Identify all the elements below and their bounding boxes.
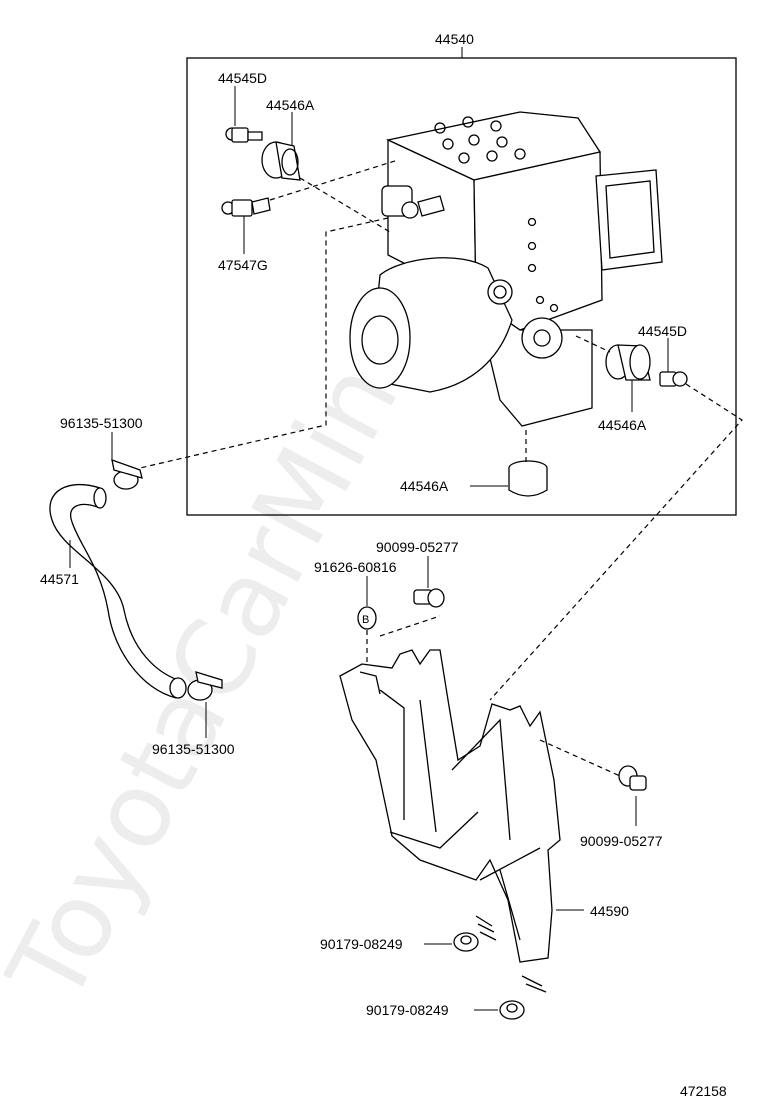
- label-bolt-right: 90099-05277: [580, 833, 663, 849]
- dash-bolt-to-actuator: [269, 159, 399, 201]
- union-bolt-47547g: [221, 197, 271, 217]
- bracket-44590: [339, 649, 561, 963]
- label-grommet: 91626-60816: [314, 559, 397, 575]
- label-bracket: 44590: [590, 903, 629, 919]
- nut-90179-upper: [453, 915, 497, 952]
- actuator-sensor: [381, 185, 445, 219]
- bolt-90099-right: [618, 765, 647, 791]
- label-44545d-top: 44545D: [218, 70, 267, 86]
- pump-motor: [349, 257, 513, 393]
- dash-hose-route: [139, 217, 389, 469]
- label-44545d-right: 44545D: [638, 323, 687, 339]
- dash-right-plug: [575, 335, 611, 353]
- dash-bolt-top: [379, 615, 441, 637]
- grommet-91626: B: [357, 606, 377, 630]
- label-44540: 44540: [435, 31, 474, 47]
- label-clamp-top: 96135-51300: [60, 415, 143, 431]
- cushion-44546a-bottom: [508, 460, 548, 497]
- label-44546a-bottom: 44546A: [400, 478, 449, 494]
- hose-44571: [49, 483, 187, 699]
- label-nut-lower: 90179-08249: [366, 1002, 449, 1018]
- diagram-number: 472158: [680, 1083, 727, 1099]
- hose-clamp-bottom: [187, 671, 223, 701]
- cushion-44546a-top: [261, 141, 301, 181]
- plug-44545d-top: [225, 127, 263, 143]
- label-nut-upper: 90179-08249: [320, 936, 403, 952]
- dash-bolt-right: [539, 739, 621, 777]
- label-clamp-bottom: 96135-51300: [152, 741, 235, 757]
- label-bolt-top: 90099-05277: [376, 539, 459, 555]
- label-47547g: 47547G: [218, 257, 268, 273]
- nut-90179-lower: [499, 975, 547, 1020]
- hose-clamp-top: [111, 459, 143, 490]
- dash-actuator-to-bracket: [489, 383, 743, 701]
- cushion-44546a-right: [605, 344, 651, 381]
- label-hose: 44571: [40, 571, 79, 587]
- plug-44545d-right: [659, 371, 688, 387]
- grommet-letter-marker: B: [362, 614, 369, 626]
- label-44546a-right: 44546A: [598, 417, 647, 433]
- bolt-90099-top: [413, 588, 445, 608]
- label-44546a-top: 44546A: [266, 97, 315, 113]
